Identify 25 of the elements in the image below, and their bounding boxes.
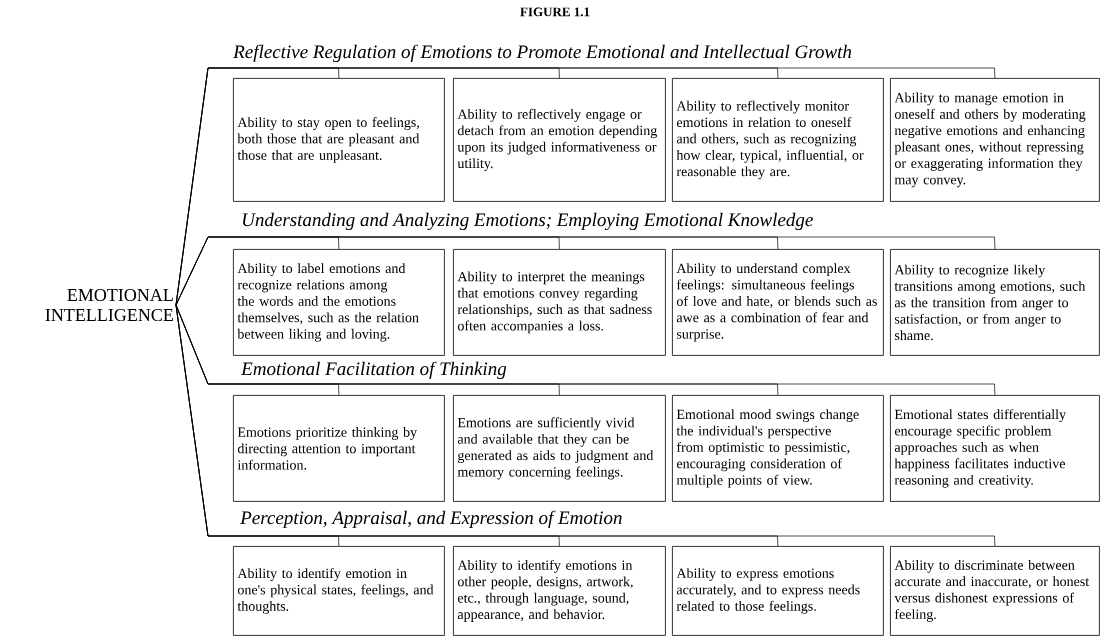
ability-box: Ability to identify emotion in one's physical states, feelings, and thoughts. xyxy=(233,546,445,636)
connector-line xyxy=(175,236,996,306)
ability-box: Ability to stay open to feelings, both those that are pleasant and those that are unpleasant. xyxy=(233,78,445,202)
ability-box: Ability to reflectively monitor emotions in relation to oneself and others, such as recognizing how clear, typical, influential, or reasonable they are. xyxy=(672,78,884,202)
ability-box: Ability to interpret the meanings that emotions convey regarding relationships, such as that sadness often accompanies a loss. xyxy=(453,249,666,356)
ability-box: Ability to manage emotion in oneself and others by moderating negative emotions and enhancing pleasant ones, without repressing or exaggerating information they may convey. xyxy=(890,78,1100,202)
figure-title: FIGURE 1.1 xyxy=(520,7,590,17)
ability-box: Ability to discriminate between accurate and inaccurate, or honest versus dishonest expressions of feeling. xyxy=(890,546,1100,636)
branch-heading: Understanding and Analyzing Emotions; Employing Emotional Knowledge xyxy=(242,212,813,231)
ability-box: Emotions prioritize thinking by directing attention to important information. xyxy=(233,395,445,502)
ability-box: Ability to understand complex feelings: simultaneous feelings of love and hate, or blends such as awe as a combination of fear and surprise. xyxy=(672,249,884,356)
branch-heading: Emotional Facilitation of Thinking xyxy=(241,361,507,380)
branch-heading: Perception, Appraisal, and Expression of Emotion xyxy=(240,510,622,529)
ability-box: Emotional states differentially encourage specific problem approaches such as when happiness facilitates inductive reasoning and creativity. xyxy=(890,395,1100,502)
ability-box: Ability to reflectively engage or detach from an emotion depending upon its judged informativeness or utility. xyxy=(453,78,666,202)
ability-box: Emotional mood swings change the individual's perspective from optimistic to pessimistic, encouraging consideration of multiple points of view. xyxy=(672,395,884,502)
branch-heading: Reflective Regulation of Emotions to Promote Emotional and Intellectual Growth xyxy=(233,44,852,63)
connector-line xyxy=(175,304,996,396)
ability-box: Ability to label emotions and recognize relations among the words and the emotions themselves, such as the relation between liking and loving. xyxy=(233,249,445,356)
concept-label: EMOTIONAL INTELLIGENCE xyxy=(45,288,173,322)
ability-box: Ability to recognize likely transitions among emotions, such as the transition from anger to satisfaction, or from anger to shame. xyxy=(890,249,1100,356)
ability-box: Emotions are sufficiently vivid and available that they can be generated as aids to judgment and memory concerning feelings. xyxy=(453,395,666,502)
connector-line xyxy=(175,304,996,547)
ability-box: Ability to identify emotions in other people, designs, artwork, etc., through language, sound, appearance, and behavior. xyxy=(453,546,666,636)
ability-box: Ability to express emotions accurately, and to express needs related to those feelings. xyxy=(672,546,884,636)
